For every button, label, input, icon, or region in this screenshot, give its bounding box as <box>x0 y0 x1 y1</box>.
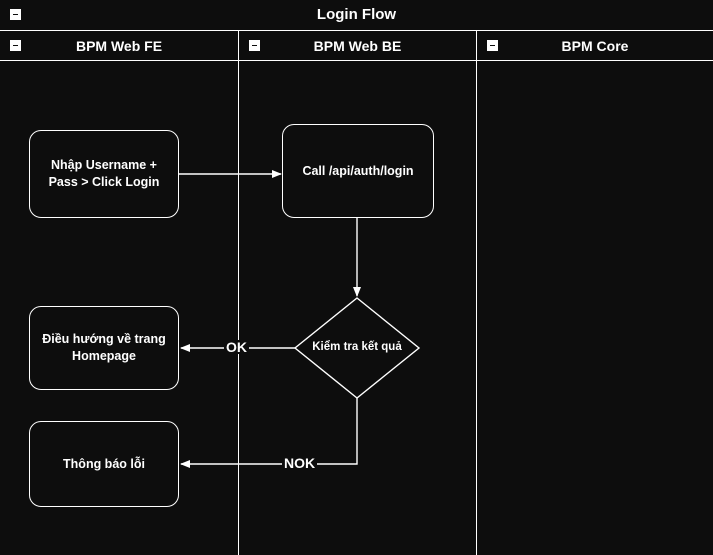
collapse-box-icon[interactable] <box>10 9 21 20</box>
node-label: Nhập Username + Pass > Click Login <box>48 158 160 189</box>
lane-bpm-web-fe: BPM Web FE <box>0 31 238 555</box>
node-redirect-home[interactable]: Điều hướng về trang Homepage <box>29 306 179 390</box>
lane-header-bpm-core: BPM Core <box>477 31 713 61</box>
lane-header-bpm-web-be: BPM Web BE <box>239 31 476 61</box>
page-title: Login Flow <box>316 6 397 23</box>
lane-bpm-core: BPM Core <box>476 31 713 555</box>
edge-label-ok: OK <box>224 339 249 355</box>
collapse-box-icon[interactable] <box>249 40 260 51</box>
node-label: Điều hướng về trang Homepage <box>42 332 166 363</box>
node-error-msg[interactable]: Thông báo lỗi <box>29 421 179 507</box>
node-label: Thông báo lỗi <box>63 456 145 471</box>
lane-bpm-web-be: BPM Web BE <box>238 31 476 555</box>
collapse-box-icon[interactable] <box>10 40 21 51</box>
collapse-box-icon[interactable] <box>487 40 498 51</box>
node-input-login[interactable]: Nhập Username + Pass > Click Login <box>29 130 179 218</box>
edge-label-nok: NOK <box>282 455 318 471</box>
diagram-title-bar: Login Flow <box>0 0 713 31</box>
node-label: Call /api/auth/login <box>302 163 414 178</box>
lane-header-bpm-web-fe: BPM Web FE <box>0 31 238 61</box>
node-call-api[interactable]: Call /api/auth/login <box>282 124 434 218</box>
decision-label-check-result: Kiểm tra kết quả <box>312 341 402 353</box>
